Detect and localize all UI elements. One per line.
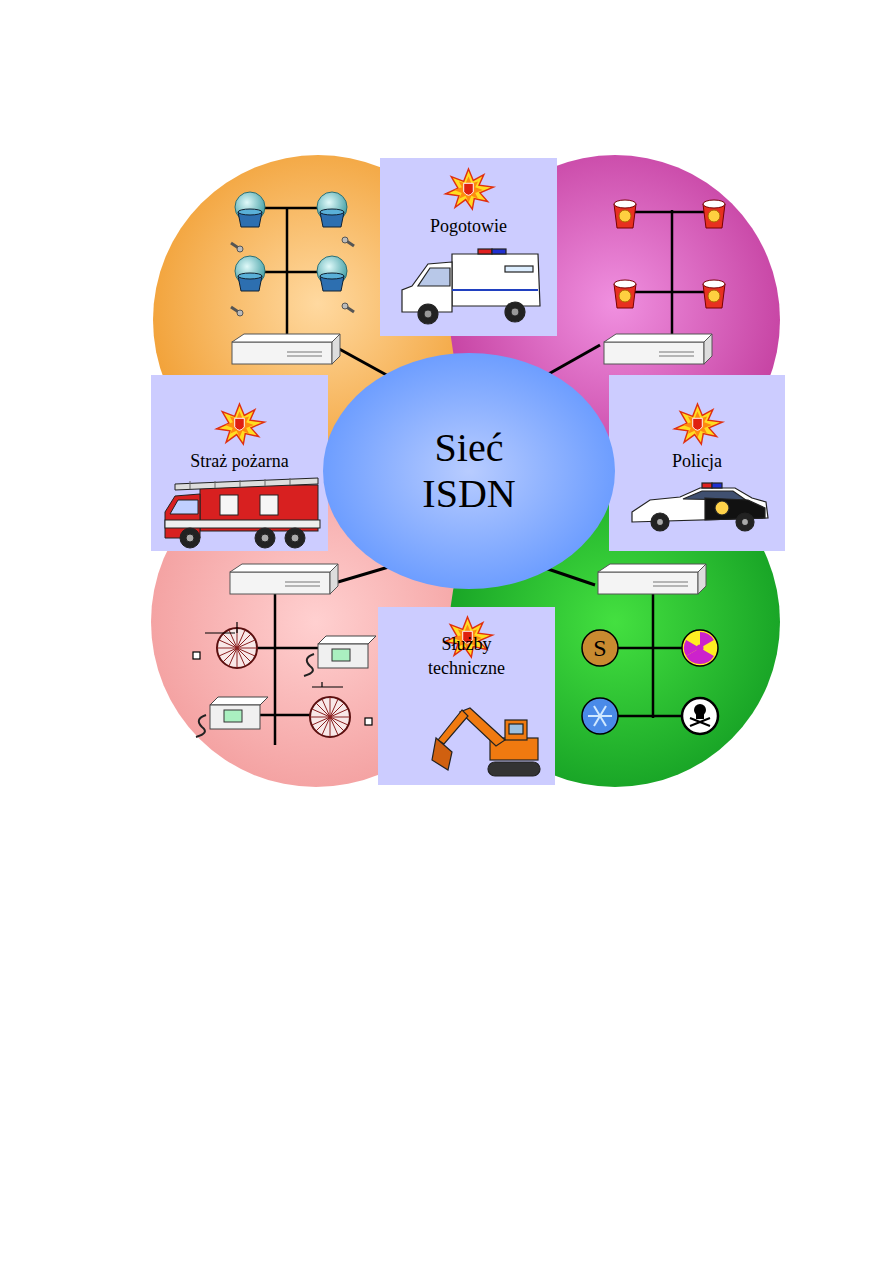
network-label: Sieć ISDN — [394, 425, 544, 517]
symbol-letter: S — [593, 636, 606, 660]
service-label: Służby techniczne — [404, 632, 529, 681]
service-label: Policja — [617, 449, 777, 473]
service-label: Straż pożarna — [155, 449, 324, 473]
service-box: Policja — [609, 375, 785, 551]
service-box: Służby techniczne — [378, 607, 555, 785]
service-box: Pogotowie — [380, 158, 557, 336]
service-label: Pogotowie — [389, 214, 549, 238]
network-ellipse: Sieć ISDN — [322, 352, 616, 590]
service-box: Straż pożarna — [151, 375, 328, 551]
